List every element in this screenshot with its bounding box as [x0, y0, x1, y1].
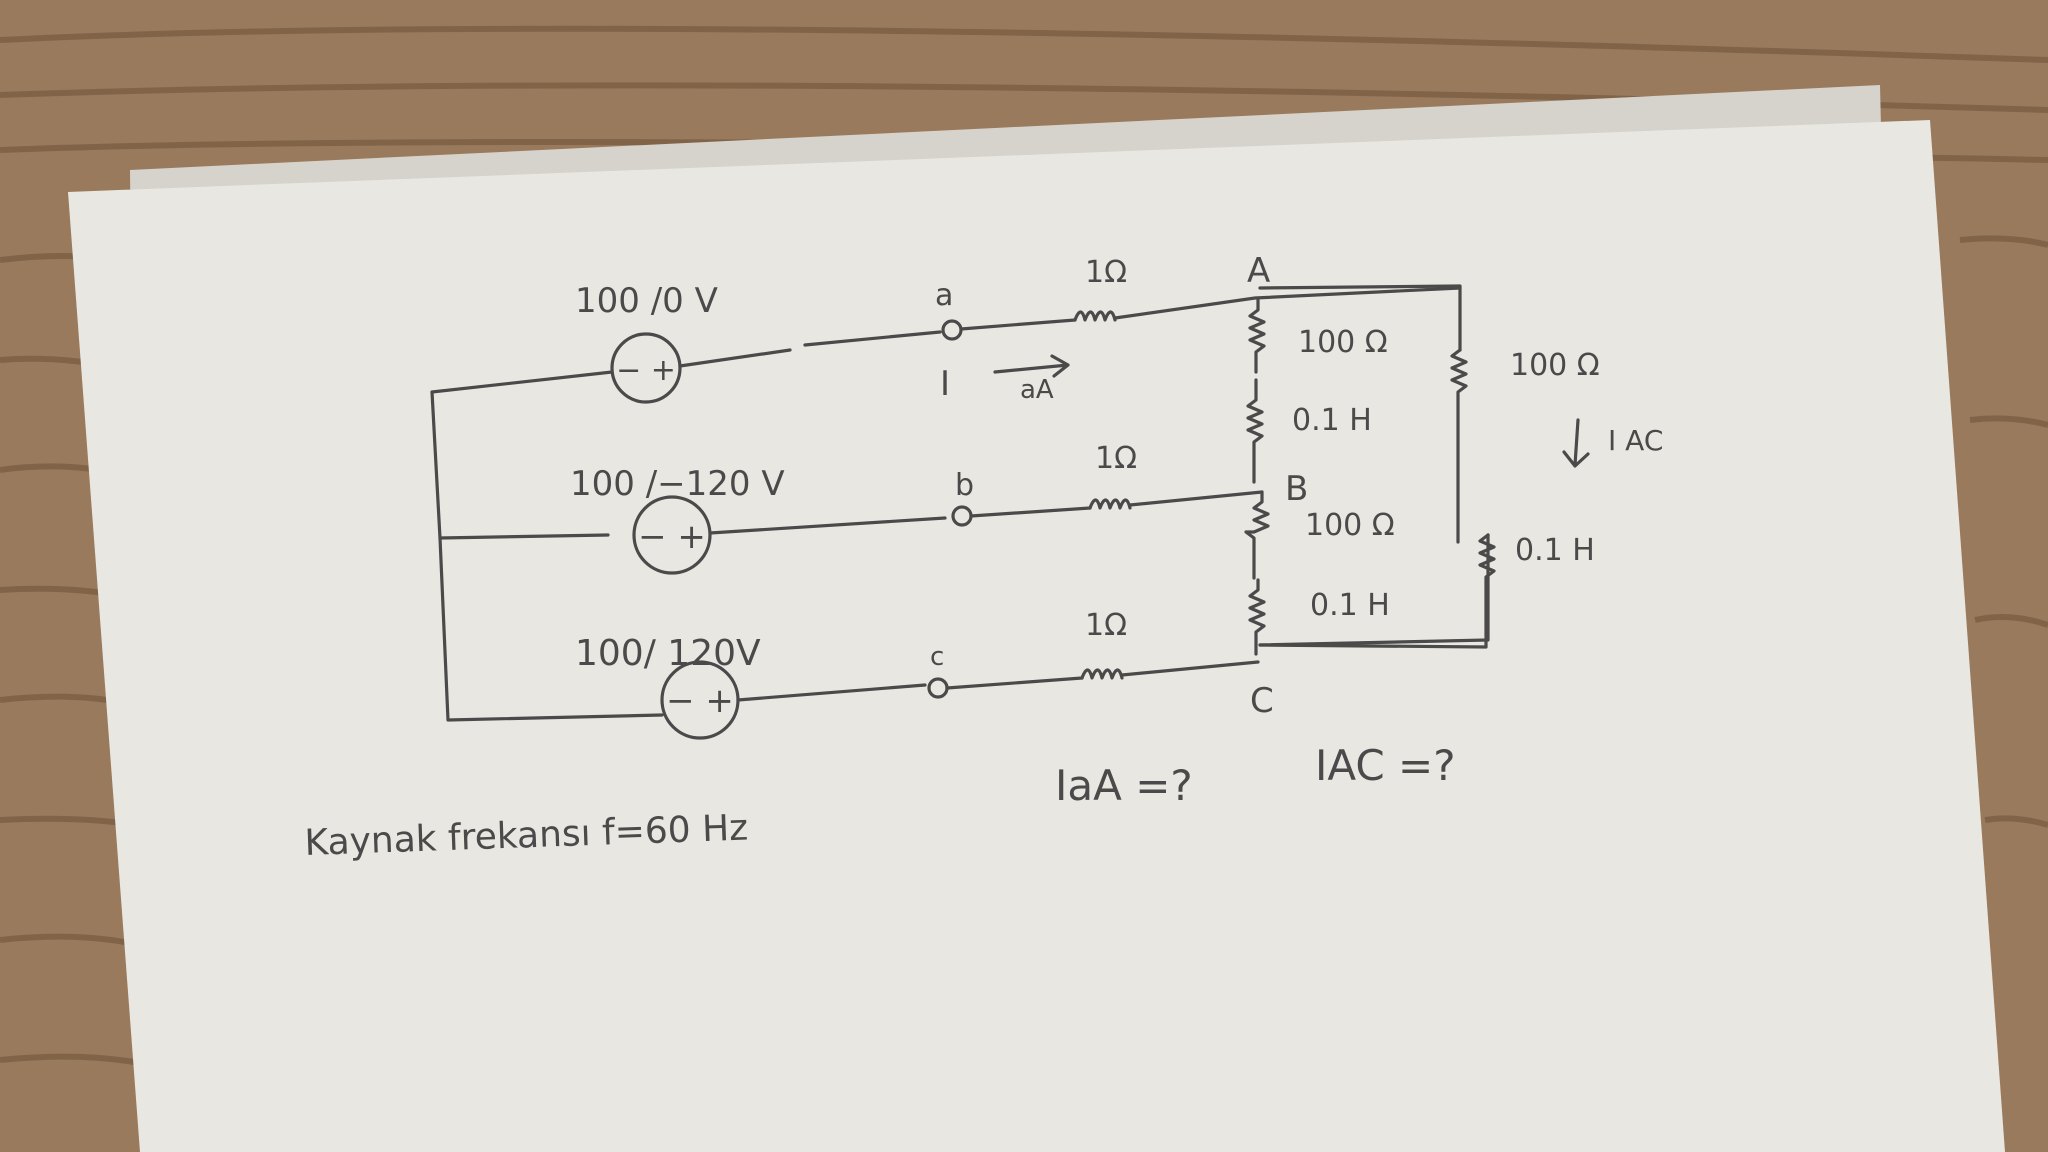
wire-C-rail — [1258, 533, 1490, 647]
AB-resistor-label: 100 Ω — [1298, 325, 1388, 360]
question-IAC: IAC =? — [1315, 741, 1456, 790]
node-C-label: C — [1250, 681, 1274, 721]
wire-phase-b — [708, 516, 947, 535]
question-IaA: IaA =? — [1055, 761, 1193, 810]
branch-AB-inductor — [1246, 378, 1264, 484]
line-resistor-c-label: 1Ω — [1085, 608, 1127, 643]
source-3-label: 100/ 120V — [575, 633, 761, 674]
AC-current-arrow — [1562, 418, 1590, 468]
node-A-label: A — [1247, 251, 1270, 291]
terminal-c-label: c — [930, 642, 944, 672]
branch-BC-resistor — [1244, 490, 1270, 580]
source-3-polarity: − + — [666, 681, 734, 721]
node-B-label: B — [1285, 469, 1308, 509]
AC-current-label: I AC — [1608, 424, 1663, 457]
branch-AC-resistor — [1450, 348, 1468, 544]
wire-c-to-resistor — [945, 676, 1084, 690]
AC-inductor-label: 0.1 H — [1515, 533, 1595, 568]
circuit-diagram: − + 100 /0 V − + 100 /−120 V − + 100/ 12… — [430, 251, 1663, 740]
AB-inductor-label: 0.1 H — [1292, 403, 1372, 438]
voltage-source-2 — [632, 495, 712, 575]
terminal-b-label: b — [955, 468, 974, 503]
wire-resistor-to-C — [1120, 660, 1260, 677]
source-1-polarity: − + — [616, 353, 676, 388]
wire-resistor-to-B — [1128, 490, 1264, 507]
source-2-polarity: − + — [638, 517, 706, 557]
BC-resistor-label: 100 Ω — [1305, 508, 1395, 543]
current-direction-label: aA — [1020, 375, 1054, 405]
source-1-label: 100 /0 V — [575, 281, 718, 321]
wire-source2-return — [438, 533, 610, 540]
current-I-label: I — [940, 364, 950, 404]
BC-inductor-label: 0.1 H — [1310, 588, 1390, 623]
wire-a-to-resistor — [959, 318, 1077, 331]
voltage-source-1 — [610, 332, 682, 404]
line-resistor-a-label: 1Ω — [1085, 255, 1127, 290]
source-2-label: 100 /−120 V — [570, 464, 785, 504]
wire-b-to-resistor — [969, 506, 1092, 518]
branch-AB-resistor — [1248, 296, 1266, 374]
wire-phase-c — [736, 683, 927, 702]
current-arrow — [993, 354, 1070, 378]
line-resistor-c — [1080, 668, 1124, 680]
wire-resistor-to-A — [1113, 286, 1462, 320]
line-resistor-a — [1073, 310, 1117, 322]
wire-A-to-AC-branch — [1258, 284, 1462, 352]
AC-resistor-label: 100 Ω — [1510, 348, 1600, 383]
wire-phase-a-source — [678, 348, 792, 368]
wire-phase-a — [803, 330, 942, 347]
terminal-a-label: a — [935, 278, 953, 313]
branch-BC-inductor — [1248, 578, 1266, 656]
line-resistor-b-label: 1Ω — [1095, 441, 1137, 476]
paper-sheet — [68, 120, 2005, 1152]
line-resistor-b — [1088, 498, 1132, 510]
